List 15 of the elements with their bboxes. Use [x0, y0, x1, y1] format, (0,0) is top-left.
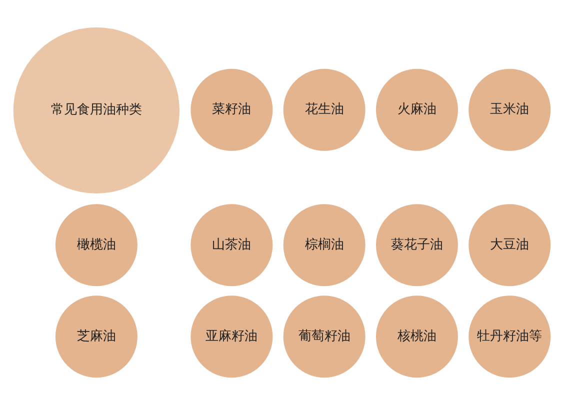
node-circle: 核桃油 — [374, 294, 460, 380]
node-circle: 常见食用油种类 — [11, 25, 182, 196]
node-circle: 葡萄籽油 — [281, 294, 368, 380]
node-circle: 亚麻籽油 — [188, 294, 275, 380]
node-circle: 花生油 — [281, 66, 368, 153]
node-circle: 菜籽油 — [188, 66, 275, 153]
node-circle: 大豆油 — [466, 202, 553, 288]
node-circle: 芝麻油 — [53, 294, 140, 380]
node-circle: 葵花子油 — [374, 202, 460, 288]
node-circle: 玉米油 — [466, 66, 553, 153]
node-circle: 橄榄油 — [53, 202, 140, 288]
node-circle: 山茶油 — [188, 202, 275, 288]
node-circle: 火麻油 — [374, 66, 460, 153]
node-circle: 牡丹籽油等 — [466, 294, 553, 380]
node-circle: 棕榈油 — [281, 202, 368, 288]
